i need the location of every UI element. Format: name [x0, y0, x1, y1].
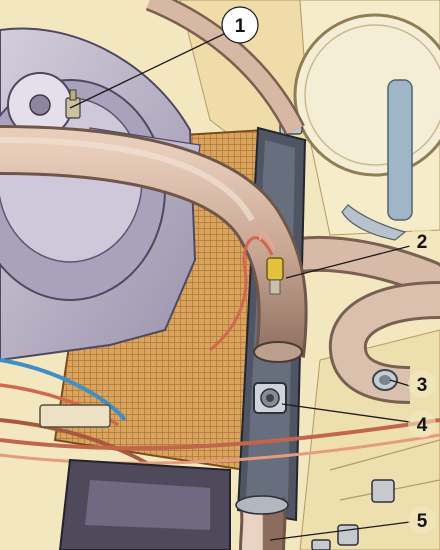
svg-text:1: 1: [235, 16, 246, 37]
callout-3: 3: [408, 370, 436, 398]
overflow-hose: [145, 0, 305, 136]
upper-radiator-hose: [0, 125, 308, 363]
svg-text:2: 2: [417, 232, 428, 253]
callout-2: 2: [408, 227, 436, 255]
drain-plug: [253, 382, 287, 414]
reservoir-housing: [293, 13, 440, 241]
svg-text:4: 4: [417, 415, 428, 436]
shroud-bolt: [65, 89, 81, 119]
callout-5: 5: [408, 506, 436, 534]
leader-lines: [69, 31, 411, 541]
temperature-sensor: [209, 230, 284, 352]
callout-4: 4: [408, 410, 436, 438]
hose-clamp: [372, 369, 398, 391]
radiator-bracket: [58, 458, 231, 550]
lower-radiator-hose: [235, 495, 289, 550]
svg-text:3: 3: [417, 375, 428, 396]
svg-text:5: 5: [417, 511, 428, 532]
callout-1: 1: [221, 6, 259, 44]
